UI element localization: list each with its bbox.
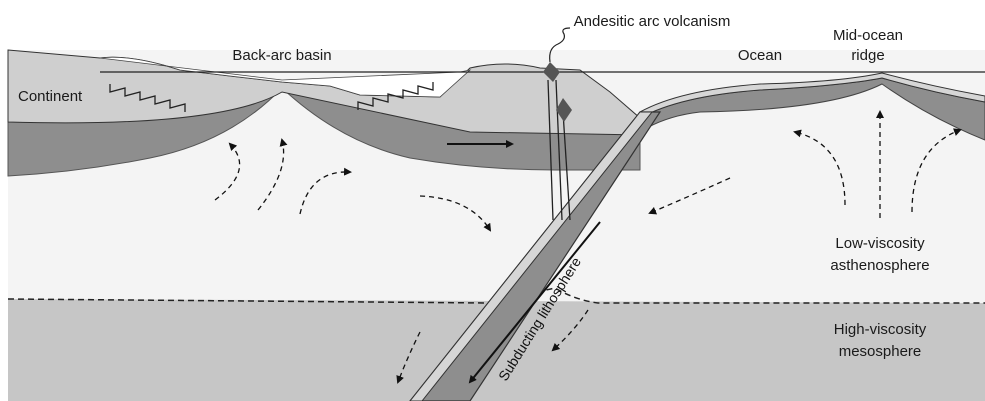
label-mid-ocean-line2: ridge	[851, 47, 884, 64]
label-low-viscosity-line2: asthenosphere	[830, 257, 929, 274]
label-low-viscosity-line1: Low-viscosity	[835, 235, 925, 252]
label-ocean: Ocean	[738, 47, 782, 64]
label-back-arc-basin: Back-arc basin	[232, 47, 331, 64]
label-continent: Continent	[18, 88, 83, 105]
label-mid-ocean-line1: Mid-ocean	[833, 27, 903, 44]
label-andesitic-arc-volcanism: Andesitic arc volcanism	[574, 13, 731, 30]
label-high-viscosity-line1: High-viscosity	[834, 321, 927, 338]
label-high-viscosity-line2: mesosphere	[839, 343, 922, 360]
